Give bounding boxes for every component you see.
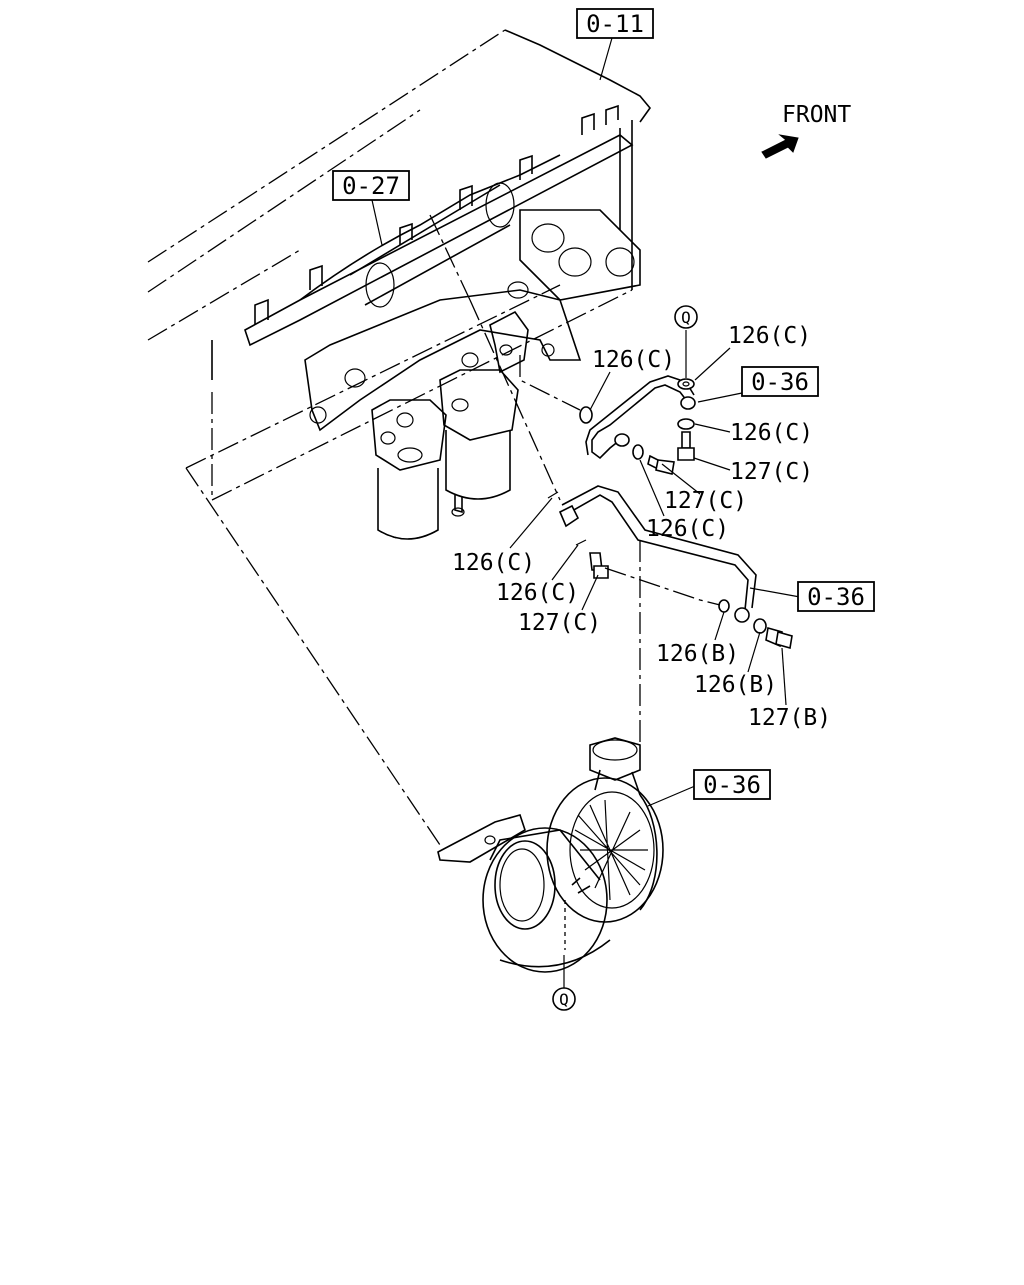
- front-indicator: FRONT: [761, 102, 851, 159]
- washer-126b-a: [718, 599, 730, 613]
- ref-0-27[interactable]: 0-27: [332, 170, 410, 201]
- connector-q-top: Q: [674, 305, 698, 329]
- engine-block: [147, 29, 652, 501]
- washer-126c-e: [547, 491, 559, 499]
- washer-126b-b: [753, 618, 767, 634]
- turbocharger: [437, 737, 664, 973]
- callout-127c-right[interactable]: 127(C): [730, 459, 813, 485]
- svg-text:0-36: 0-36: [807, 583, 865, 611]
- ref-0-36-turbo[interactable]: 0-36: [693, 769, 771, 800]
- ref-0-36-upper[interactable]: 0-36: [741, 366, 819, 397]
- svg-text:0-36: 0-36: [751, 368, 809, 396]
- washer-126c-c: [677, 418, 695, 430]
- part-callouts: 126(C) 126(C) 126(C) 127(C) 127(C) 126(C…: [452, 323, 831, 731]
- oil-filters: [371, 352, 519, 540]
- svg-text:0-36: 0-36: [703, 771, 761, 799]
- callout-126c-right[interactable]: 126(C): [730, 420, 813, 446]
- lower-oil-tube: [558, 485, 757, 623]
- ref-0-36-middle[interactable]: 0-36: [797, 581, 875, 612]
- front-label: FRONT: [782, 102, 851, 128]
- svg-text:Q: Q: [681, 308, 691, 327]
- callout-126b-2[interactable]: 126(B): [694, 672, 777, 698]
- washer-126c-b: [579, 406, 593, 424]
- bolt-127c-a: [681, 431, 691, 449]
- svg-text:0-27: 0-27: [342, 172, 400, 200]
- connector-q-bottom: Q: [552, 987, 576, 1011]
- callout-127c-lower[interactable]: 127(C): [518, 610, 601, 636]
- callout-126c-lower-2[interactable]: 126(C): [496, 580, 579, 606]
- callout-127c-mid[interactable]: 127(C): [664, 488, 747, 514]
- callout-126c-left[interactable]: 126(C): [592, 347, 675, 373]
- ref-0-11[interactable]: 0-11: [576, 8, 654, 39]
- front-arrow-icon: [761, 134, 799, 159]
- leader-lines: [371, 37, 801, 990]
- callout-126c-mid[interactable]: 126(C): [646, 516, 729, 542]
- callout-126b-1[interactable]: 126(B): [656, 641, 739, 667]
- assembly-lines: [185, 214, 721, 846]
- washer-126c-a: [677, 378, 695, 390]
- callout-127b[interactable]: 127(B): [748, 705, 831, 731]
- svg-text:0-11: 0-11: [586, 10, 644, 38]
- washer-126c-f: [575, 539, 587, 546]
- callout-126c-lower-1[interactable]: 126(C): [452, 550, 535, 576]
- callout-126c-top-right[interactable]: 126(C): [728, 323, 811, 349]
- svg-text:Q: Q: [559, 990, 569, 1009]
- washer-126c-d: [632, 444, 644, 460]
